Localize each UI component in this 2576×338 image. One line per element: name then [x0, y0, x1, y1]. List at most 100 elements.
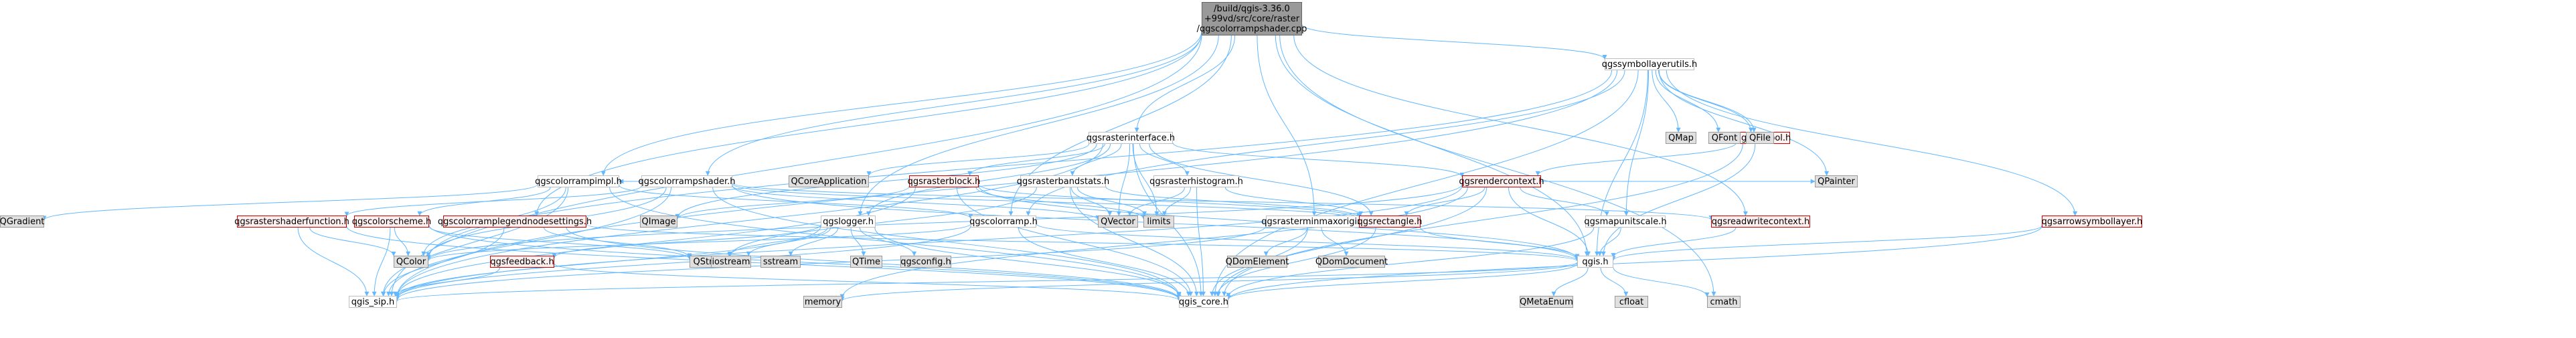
node-label: cfloat: [1619, 297, 1643, 307]
node-label: qgsfeedback.h: [490, 257, 554, 267]
edge-qgsrasterinterface-to-qgsrasterhistogram: [1139, 143, 1190, 176]
node-qgsreadwritecontext[interactable]: qgsreadwritecontext.h: [1711, 216, 1810, 228]
edge-qgsrasterhistogram-to-QVector: [1127, 187, 1185, 216]
edge-qgis-to-memory: [839, 262, 1578, 302]
node-QMap: QMap: [1666, 132, 1696, 144]
node-label: QGradient: [0, 217, 44, 227]
node-label: /qgscolorrampshader.cpp: [1197, 24, 1307, 34]
node-label: qgis_sip.h: [351, 297, 394, 307]
node-qgsrectangle[interactable]: qgsrectangle.h: [1357, 216, 1423, 228]
edge-qgsrasterinterface-to-qgsrendercontext: [1172, 142, 1465, 177]
node-qgscolorscheme[interactable]: qgscolorscheme.h: [352, 216, 431, 228]
edge-qgscolorscheme-to-QColor: [394, 227, 411, 256]
node-box: [909, 175, 979, 187]
node-box: [803, 296, 842, 308]
edge-qgsrasterhistogram-to-qgsrectangle: [1224, 187, 1364, 216]
edge-qgsrasterbandstats-to-qgsrectangle: [1105, 186, 1362, 219]
node-label: qgsrasterminmaxorigin.h: [1261, 217, 1370, 227]
node-qgscolorramplegendnodesettings[interactable]: qgscolorramplegendnodesettings.h: [438, 216, 592, 228]
node-sstream: sstream: [760, 256, 801, 268]
edge-qgsrendercontext-to-qgsmapunitscale: [1520, 187, 1609, 216]
edge-qgscolorramplegendnodesettings-to-qgis: [586, 224, 1580, 262]
node-qgsrendercontext[interactable]: qgsrendercontext.h: [1459, 175, 1544, 187]
node-box: [1153, 175, 1239, 187]
node-label: QFont: [1712, 133, 1738, 143]
node-memory: memory: [803, 296, 842, 308]
edge-root-to-qgscolorrampimpl: [600, 31, 1202, 176]
node-qgis_sip[interactable]: qgis_sip.h: [349, 296, 397, 308]
edge-qgssymbollayerutils-to-qgsarrowsymbollayer: [1666, 70, 2078, 216]
edge-qgscolorramp-to-QColor: [426, 223, 971, 261]
node-label: qgsrasterinterface.h: [1086, 133, 1175, 143]
edge-qgsrasterinterface-to-QImage: [675, 143, 1097, 219]
node-qgscolorrampshader[interactable]: qgscolorrampshader.h: [638, 175, 736, 187]
node-box: [711, 256, 751, 268]
edge-qgssymbollayerutils-to-QFile: [1658, 70, 1753, 133]
node-qgscolorrampimpl[interactable]: qgscolorrampimpl.h: [535, 175, 622, 187]
node-label: QTime: [852, 257, 880, 267]
node-label: QMetaEnum: [1520, 297, 1573, 307]
edge-qgscolorrampimpl-to-qgis_core: [609, 187, 1182, 298]
node-label: qgslogger.h: [823, 217, 874, 227]
node-qgsrasterbandstats[interactable]: qgsrasterbandstats.h: [1017, 175, 1110, 187]
node-label: qgsreadwritecontext.h: [1712, 217, 1810, 227]
node-box: [1605, 58, 1694, 70]
node-box: [1615, 296, 1648, 308]
node-label: qgscolorrampshader.h: [638, 177, 735, 187]
edge-qgis-to-qgis_core: [1226, 263, 1578, 300]
edge-qgsrasterblock-to-qgis_core: [956, 187, 1194, 297]
node-label: QDomDocument: [1315, 257, 1388, 267]
node-label: QPainter: [1818, 177, 1855, 187]
node-qgsrasterhistogram[interactable]: qgsrasterhistogram.h: [1149, 175, 1243, 187]
node-box: [1666, 132, 1696, 144]
node-qgis_core[interactable]: qgis_core.h: [1179, 296, 1228, 308]
node-box: [1520, 296, 1573, 308]
edge-qgsrendercontext-to-QColor: [426, 184, 1463, 261]
node-label: qgsrasterblock.h: [908, 177, 981, 187]
node-qgsrasterblock[interactable]: qgsrasterblock.h: [908, 175, 981, 187]
node-qgscolorramp[interactable]: qgscolorramp.h: [969, 216, 1038, 228]
edge-qgslogger-to-qgsfeedback: [552, 224, 821, 258]
node-QCoreApplication: QCoreApplication: [789, 175, 869, 187]
node-box: [1098, 216, 1138, 228]
edge-root-to-qgsrasterinterface: [1134, 35, 1236, 133]
edge-qgscolorramp-to-qgis_sip: [394, 226, 971, 300]
node-qgsarrowsymbollayer[interactable]: qgsarrowsymbollayer.h: [2042, 216, 2143, 228]
node-iostream: iostream: [711, 256, 751, 268]
node-box: [1143, 216, 1174, 228]
edge-qgsrasterbandstats-to-QVector: [1070, 187, 1113, 216]
edge-qgsrasterinterface-to-qgsrasterbandstats: [1070, 143, 1122, 176]
node-qgslogger[interactable]: qgslogger.h: [821, 216, 876, 228]
edge-qgslogger-to-qgis_core: [874, 227, 1182, 297]
edge-qgsrasterinterface-to-QCoreApplication: [866, 143, 1090, 177]
node-label: qgsrasterhistogram.h: [1149, 177, 1243, 187]
node-box: [538, 175, 619, 187]
node-qgsrastershaderfunction[interactable]: qgsrastershaderfunction.h: [234, 216, 349, 228]
node-QPainter: QPainter: [1815, 175, 1858, 187]
node-qgsrasterminmaxorigin[interactable]: qgsrasterminmaxorigin.h: [1261, 216, 1371, 228]
node-qgsrasterinterface[interactable]: qgsrasterinterface.h: [1086, 132, 1175, 144]
node-box: [394, 256, 428, 268]
node-label: qgssymbollayerutils.h: [1602, 60, 1698, 70]
node-box: [641, 175, 732, 187]
edge-qgscolorrampimpl-to-QGradient: [42, 183, 538, 221]
node-label: qgsrectangle.h: [1357, 217, 1422, 227]
edge-qgslogger-to-qgsconfig: [859, 227, 917, 256]
node-box: [821, 216, 876, 228]
node-qgssymbollayerutils[interactable]: qgssymbollayerutils.h: [1602, 58, 1698, 70]
node-qgis[interactable]: qgis.h: [1577, 256, 1613, 268]
node-label: memory: [805, 297, 841, 307]
node-label: qgscolorrampimpl.h: [535, 177, 622, 187]
node-root[interactable]: /build/qgis-3.36.0+99vd/src/core/raster/…: [1197, 2, 1307, 35]
edge-qgsrendercontext-to-qgis_core: [1216, 187, 1487, 297]
edge-qgsrasterbandstats-to-limits: [1076, 187, 1147, 216]
edge-qgssymbollayerutils-to-qgsmapunitscale: [1623, 70, 1649, 216]
node-QDomElement: QDomElement: [1226, 256, 1289, 268]
node-qgsmapunitscale[interactable]: qgsmapunitscale.h: [1584, 216, 1667, 228]
node-cmath: cmath: [1707, 296, 1741, 308]
node-label: qgscolorramp.h: [969, 217, 1038, 227]
edge-qgsrastershaderfunction-to-QColor: [309, 227, 396, 256]
edge-qgsfeedback-to-qgis_sip: [392, 267, 501, 297]
node-box: [1585, 216, 1666, 228]
node-qgsfeedback[interactable]: qgsfeedback.h: [490, 256, 554, 268]
